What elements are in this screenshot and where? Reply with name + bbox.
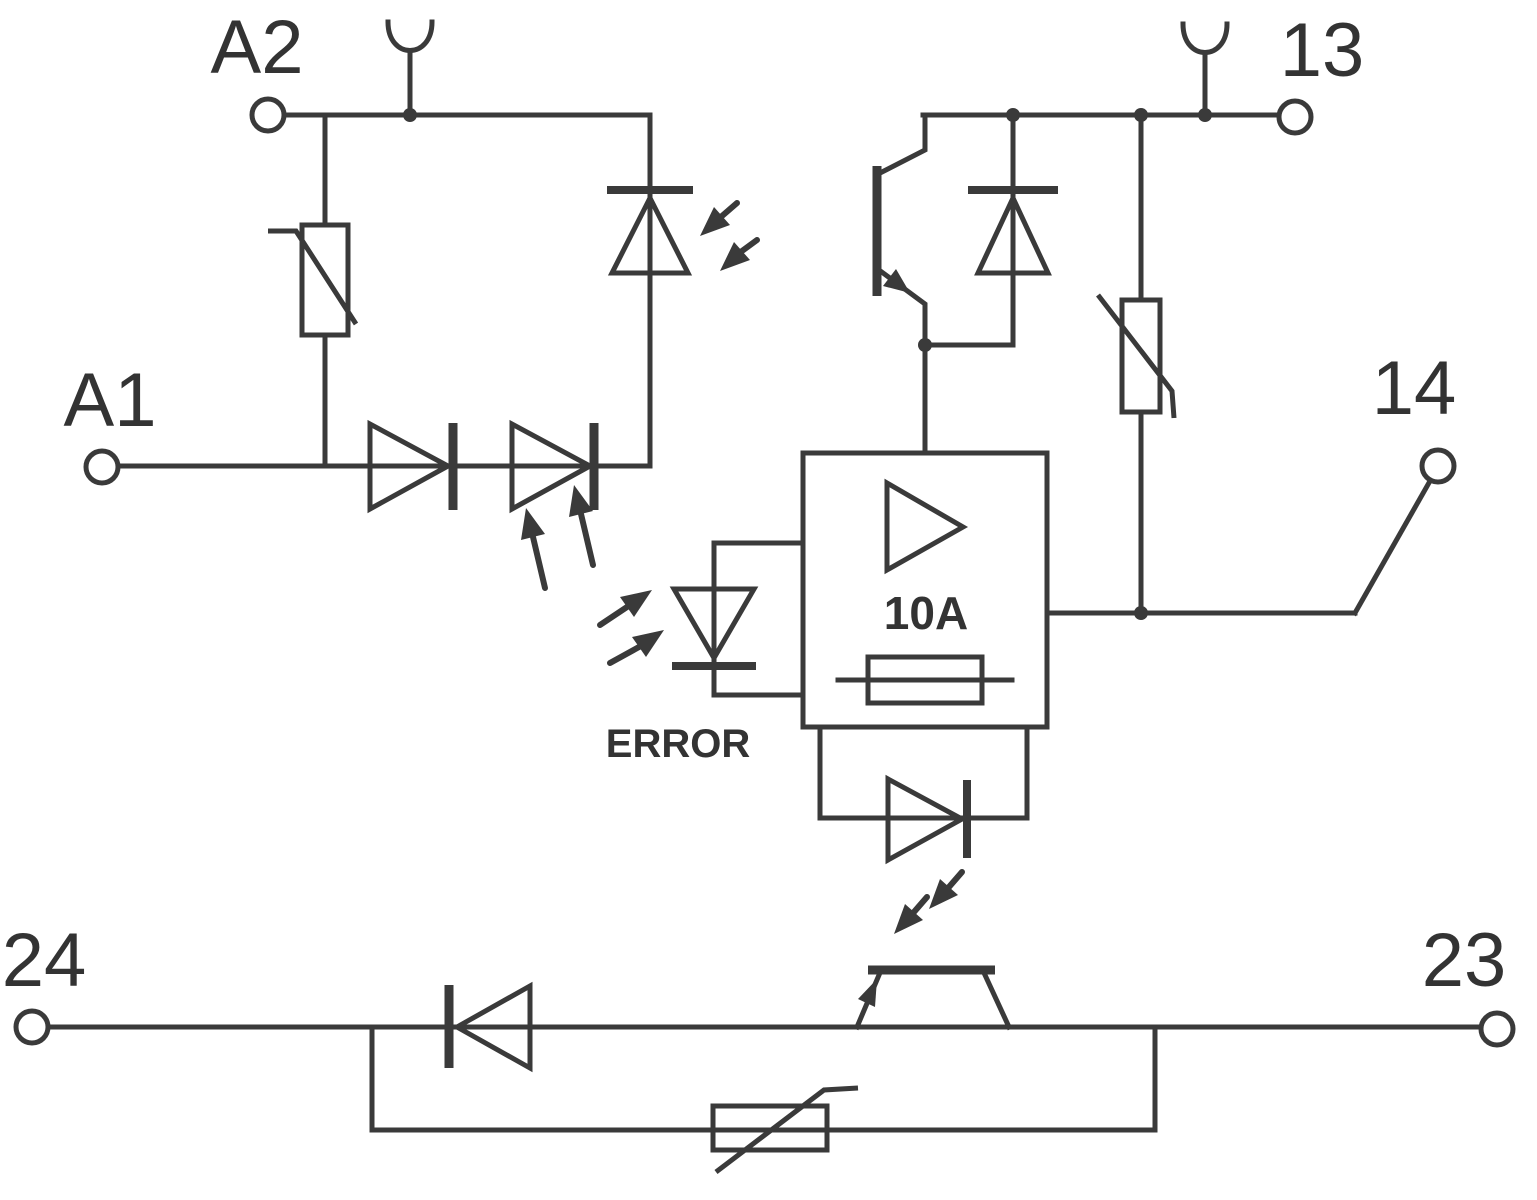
led-triangle (607, 192, 693, 276)
junction-dot (918, 338, 932, 352)
light-arrow (521, 508, 548, 591)
junction-dot (1198, 108, 1212, 122)
terminal-a1-label: A1 (64, 358, 157, 443)
output-transistor-icon (872, 112, 928, 456)
fuse-rating-label: 10A (884, 587, 968, 639)
varistor-strike (268, 228, 359, 326)
diode-triangle (367, 419, 454, 514)
emitter-arrow (883, 269, 910, 293)
terminal-24 (13, 1008, 51, 1046)
driver-box-outline (800, 450, 1050, 730)
antiparallel-diode-icon (918, 108, 1058, 352)
terminal-14 (1419, 447, 1457, 485)
status-led-icon (607, 186, 760, 276)
opto-led-triangle (885, 774, 968, 865)
error-led-loop (711, 540, 806, 698)
varistor-body (1119, 297, 1163, 415)
test-socket-cup (385, 19, 435, 53)
emitter-arrow (858, 979, 877, 1007)
terminal-23-label: 23 (1422, 918, 1507, 1003)
input-circuit: A2 A1 (64, 5, 760, 591)
terminal-23 (1478, 1010, 1516, 1048)
test-socket-icon (1180, 21, 1230, 122)
varistor-loop (369, 1024, 1158, 1133)
opto-led-loop (817, 724, 1030, 821)
error-label: ERROR (606, 722, 751, 766)
diode-triangle (974, 192, 1052, 276)
light-arrow (569, 485, 596, 568)
input-varistor-icon (268, 112, 359, 469)
opto-emitter-circuit (817, 724, 1030, 934)
terminal-13 (1276, 98, 1314, 136)
transistor-emitter (875, 266, 928, 456)
fuse-icon (835, 654, 1015, 706)
series-diode-2-icon (509, 419, 599, 591)
phototransistor-right-leg (981, 971, 1013, 1031)
output-circuit-top: 13 14 (872, 8, 1457, 620)
transistor-collector (878, 112, 928, 176)
amplifier-icon (884, 478, 969, 575)
junction-dot (1006, 108, 1020, 122)
terminal-13-label: 13 (1280, 8, 1365, 93)
terminal-24-label: 24 (2, 918, 87, 1003)
contact-arm (1351, 477, 1434, 617)
varistor-body (710, 1103, 830, 1153)
diode-triangle (451, 981, 533, 1073)
light-arrow (894, 894, 930, 934)
varistor-body (299, 222, 351, 338)
bottom-diode-icon (444, 981, 533, 1073)
output-circuit-bottom: 24 23 (2, 918, 1516, 1174)
terminal-a1 (83, 448, 121, 486)
light-arrow (720, 237, 760, 271)
test-socket-cup (1180, 21, 1230, 55)
phototransistor-icon (853, 965, 1013, 1031)
varistor-strike (714, 1085, 859, 1174)
error-led-triangle (669, 586, 759, 663)
bottom-varistor-icon (710, 1085, 859, 1174)
terminal-a2-label: A2 (211, 5, 304, 90)
light-arrow (597, 590, 652, 628)
output-varistor-icon (1096, 108, 1177, 620)
series-diode-1-icon (367, 419, 458, 514)
terminal-14-label: 14 (1372, 346, 1457, 431)
junction-dot (1134, 108, 1148, 122)
light-arrow (607, 630, 664, 666)
light-arrow (700, 200, 740, 236)
light-arrow (929, 869, 965, 909)
varistor-strike (1096, 293, 1177, 419)
test-socket-icon (385, 19, 435, 122)
junction-dot (403, 108, 417, 122)
error-led-circuit: ERROR (597, 540, 806, 766)
terminal-a2 (249, 96, 287, 134)
diode-triangle (509, 419, 596, 514)
driver-box: 10A ERROR (597, 450, 1050, 934)
